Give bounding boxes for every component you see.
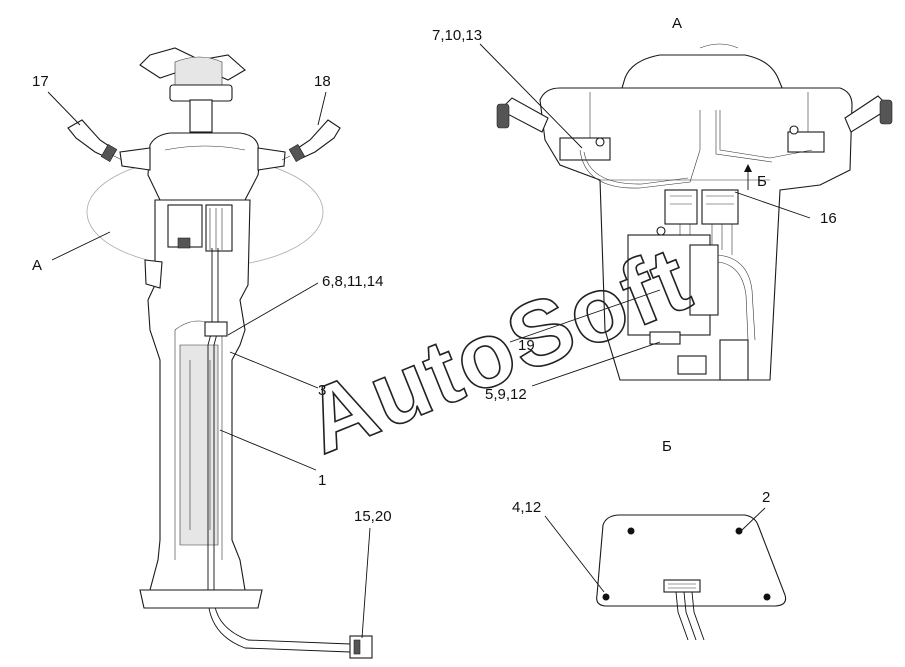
callout-15-20: 15,20: [354, 508, 392, 525]
callout-18: 18: [314, 73, 331, 90]
view-b-title: Б: [662, 438, 672, 455]
callout-6-8-11-14: 6,8,11,14: [322, 273, 383, 290]
view-a-title: А: [672, 15, 682, 32]
callout-19: 19: [518, 337, 535, 354]
callout-7-10-13: 7,10,13: [432, 27, 482, 44]
callout-17: 17: [32, 73, 49, 90]
view-b-arrow-label: Б: [757, 173, 767, 190]
callout-4-12: 4,12: [512, 499, 541, 516]
callout-16: 16: [820, 210, 837, 227]
callout-2: 2: [762, 489, 770, 506]
steering-column-assembly: [67, 47, 373, 659]
callout-3: 3: [318, 382, 326, 399]
callout-1: 1: [318, 472, 326, 489]
view-b-detail: [596, 514, 787, 641]
view-a-marker: А: [32, 257, 42, 274]
view-a-detail: [496, 43, 893, 381]
callout-5-9-12: 5,9,12: [485, 386, 527, 403]
leader-lines: [47, 43, 811, 639]
